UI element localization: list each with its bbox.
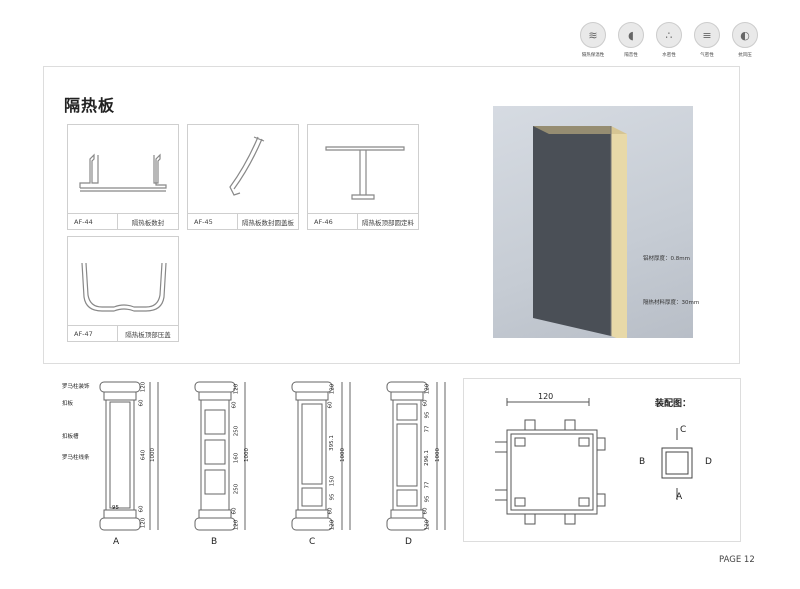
assembly-orientation-diagram <box>661 428 693 500</box>
profile-code: AF-46 <box>308 214 358 229</box>
property-airtight: ≡ 气密性 <box>692 22 722 58</box>
dim-label: 60 <box>231 507 238 515</box>
column-label-a: A <box>113 537 120 547</box>
dim-label: 120 <box>233 519 240 531</box>
profile-name: 隔热板数封圆盖板 <box>242 218 294 227</box>
dim-label: 1000 <box>244 448 250 462</box>
dim-label: 1000 <box>150 448 156 462</box>
dim-label: 60 <box>327 401 334 409</box>
dim-label: 1000 <box>435 448 441 462</box>
dim-label: 60 <box>138 505 145 513</box>
dim-label: 95 <box>424 495 431 503</box>
dim-label: 120 <box>140 381 147 393</box>
profile-card-af47: AF-47 隔热板顶部压盖 <box>67 236 179 342</box>
dim-label: 640 <box>140 449 147 461</box>
property-label: 隔音性 <box>624 53 638 58</box>
soundproof-icon: ◖ <box>618 22 644 48</box>
dim-label: 120 <box>329 383 336 395</box>
profile-drawing-af47 <box>81 262 167 312</box>
product-photo: 铝材厚度：0.8mm 隔热材料厚度：30mm <box>493 106 699 342</box>
assembly-section-drawing <box>495 398 606 525</box>
dim-label: 60 <box>138 399 145 407</box>
annotation-plate-groove: 扣板槽 <box>62 434 79 440</box>
page-title: 隔热板 <box>64 96 116 115</box>
dim-label: 60 <box>327 507 334 515</box>
direction-label-b: B <box>639 457 646 467</box>
property-soundproof: ◖ 隔音性 <box>616 22 646 58</box>
page-number: PAGE 12 <box>719 555 755 565</box>
dim-label: 160 <box>233 452 240 464</box>
dim-label: 60 <box>422 507 429 515</box>
insulation-thickness-label: 隔热材料厚度：30mm <box>643 300 700 306</box>
dim-label: 120 <box>233 383 240 395</box>
dim-label: 296.1 <box>423 450 430 466</box>
profile-card-af45: AF-45 隔热板数封圆盖板 <box>187 124 299 230</box>
dim-label: 395.1 <box>328 435 335 451</box>
annotation-column-line: 罗马柱线条 <box>62 455 90 461</box>
assembly-width-label: 120 <box>538 392 554 401</box>
property-label: 水密性 <box>662 53 676 58</box>
dim-label: 1000 <box>340 448 346 462</box>
annotation-cover-plate: 扣板 <box>62 401 74 407</box>
dim-label: 120 <box>329 519 336 531</box>
insulation-panel-image <box>533 126 627 342</box>
aluminum-thickness-label: 铝材厚度：0.8mm <box>643 256 690 262</box>
dim-label: 95 <box>112 505 119 511</box>
property-insulation: ≋ 隔热保温性 <box>578 22 608 58</box>
profile-drawing-af46 <box>325 146 405 200</box>
assembly-title: 装配图： <box>655 399 692 409</box>
wind-pressure-icon: ◐ <box>732 22 758 48</box>
column-label-b: B <box>211 537 218 547</box>
property-label: 隔热保温性 <box>581 53 605 58</box>
profile-card-af44: AF-44 隔热板数封 <box>67 124 179 230</box>
dim-label: 95 <box>329 493 336 501</box>
profile-drawing-af45 <box>229 136 265 196</box>
insulation-icon: ≋ <box>580 22 606 48</box>
annotation-column-decoration: 罗马柱装饰 <box>62 384 90 390</box>
property-wind: ◐ 抗风压 <box>730 22 760 58</box>
dim-label: 120 <box>140 517 147 529</box>
airtight-icon: ≡ <box>694 22 720 48</box>
property-label: 气密性 <box>700 53 714 58</box>
profile-name: 隔热板顶部圆定料 <box>362 218 414 227</box>
property-icons: ≋ 隔热保温性 ◖ 隔音性 ∴ 水密性 ≡ 气密性 ◐ 抗风压 <box>578 22 760 58</box>
column-label-c: C <box>309 537 316 547</box>
profile-card-af46: AF-46 隔热板顶部圆定料 <box>307 124 419 230</box>
direction-label-c: C <box>680 425 687 435</box>
dim-label: 250 <box>233 425 240 437</box>
profile-code: AF-47 <box>68 326 118 341</box>
dim-label: 77 <box>424 481 431 489</box>
profile-name: 隔热板数封 <box>131 218 165 227</box>
property-waterproof: ∴ 水密性 <box>654 22 684 58</box>
waterproof-icon: ∴ <box>656 22 682 48</box>
column-label-d: D <box>405 537 412 547</box>
direction-label-d: D <box>705 457 712 467</box>
column-drawings <box>99 381 446 531</box>
dim-label: 250 <box>233 483 240 495</box>
direction-label-a: A <box>676 492 683 502</box>
dim-label: 60 <box>422 399 429 407</box>
dim-label: 120 <box>424 383 431 395</box>
dim-label: 120 <box>424 519 431 531</box>
profile-code: AF-44 <box>68 214 118 229</box>
profile-drawing-af44 <box>79 153 167 192</box>
property-label: 抗风压 <box>738 53 752 58</box>
dim-label: 95 <box>424 411 431 419</box>
dim-label: 150 <box>329 475 336 487</box>
dim-label: 60 <box>231 401 238 409</box>
profile-name: 隔热板顶部压盖 <box>125 330 171 339</box>
profiles-panel <box>43 66 740 364</box>
profile-code: AF-45 <box>188 214 238 229</box>
assembly-panel <box>463 378 741 542</box>
dim-label: 77 <box>424 425 431 433</box>
